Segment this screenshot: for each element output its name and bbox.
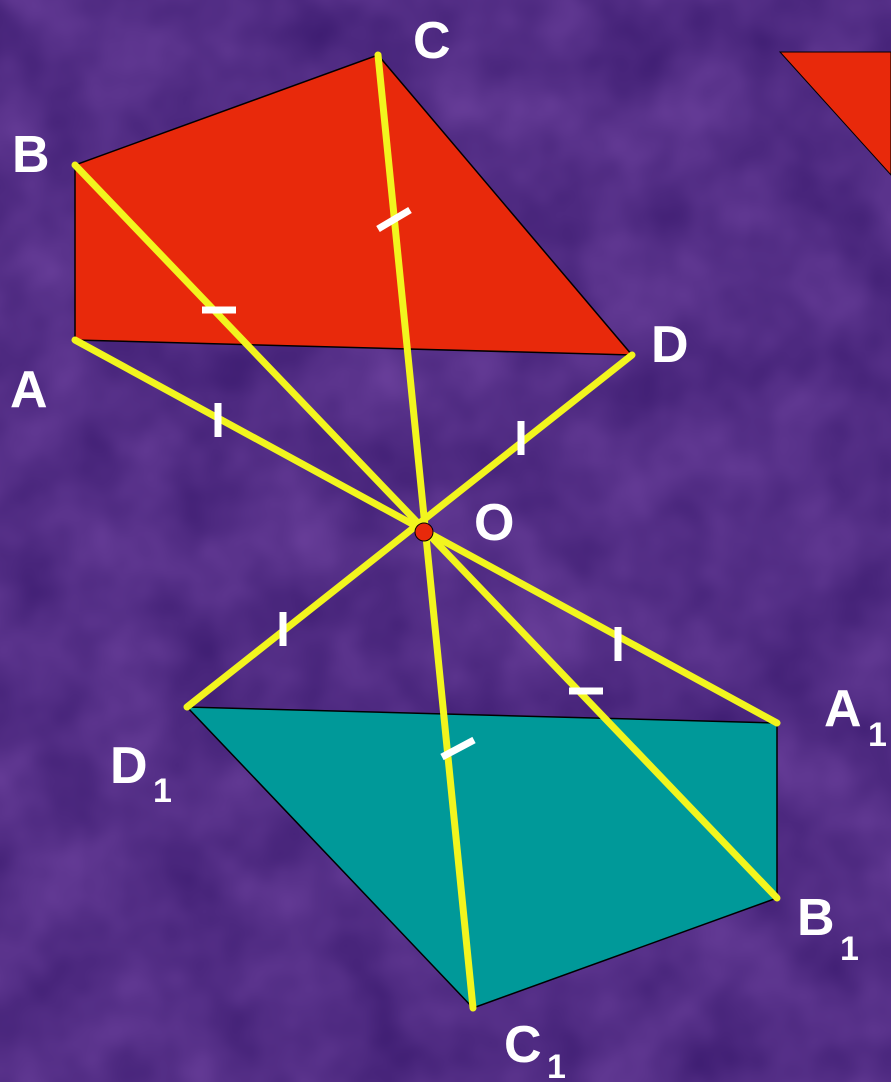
tick-oc1 — [440, 736, 476, 761]
tick-oc — [376, 206, 412, 233]
label-b1-subscript: 1 — [840, 930, 859, 968]
center-point-o — [414, 522, 434, 542]
vertex-labels: C B D A O A 1 D 1 B 1 C 1 — [10, 12, 887, 1082]
label-c1-subscript: 1 — [547, 1048, 566, 1082]
label-b: B — [12, 126, 50, 184]
label-d: D — [651, 316, 689, 374]
label-b1: B — [797, 889, 835, 947]
label-a1: A — [824, 680, 862, 738]
equal-segment-ticks — [202, 206, 622, 761]
label-d1: D — [110, 737, 148, 795]
label-c: C — [413, 12, 451, 70]
label-o: O — [474, 494, 514, 552]
label-a1-subscript: 1 — [868, 716, 887, 754]
label-a: A — [10, 361, 48, 419]
ray-d-d1 — [183, 351, 636, 711]
partial-shape-top-right — [778, 51, 891, 176]
label-d1-subscript: 1 — [153, 772, 172, 810]
label-c1: C — [504, 1016, 542, 1074]
